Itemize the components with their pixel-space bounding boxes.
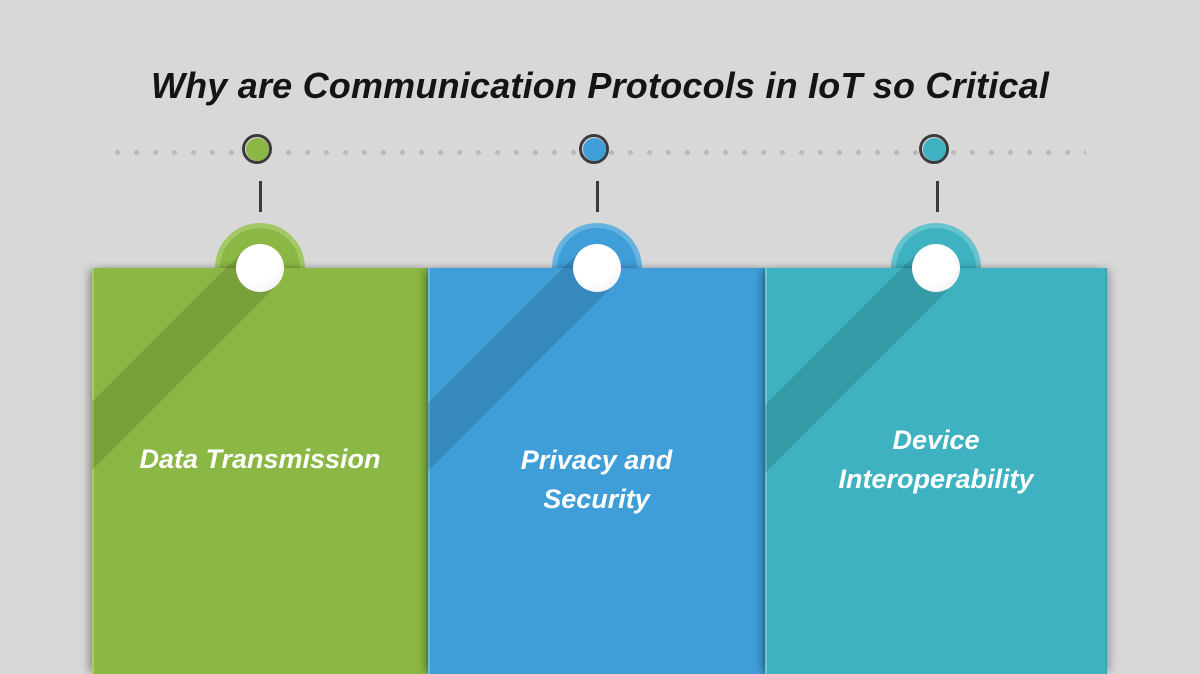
pin-ball-icon — [236, 244, 284, 292]
pin-diagonal-shadow — [428, 268, 614, 590]
connector-line — [596, 181, 599, 212]
timeline-marker-data-transmission — [242, 134, 272, 164]
card-body: Device Interoperability — [765, 268, 1107, 674]
card-data-transmission: Data Transmission — [92, 223, 428, 674]
pin-diagonal-shadow — [92, 268, 277, 590]
card-label: Privacy and Security — [520, 445, 673, 514]
card-privacy-security: Privacy and Security — [428, 223, 765, 674]
timeline-marker-privacy-security — [579, 134, 609, 164]
pin-ball-icon — [912, 244, 960, 292]
card-body: Privacy and Security — [428, 268, 765, 674]
card-label: Data Transmission — [139, 444, 381, 474]
pin-ball-icon — [572, 244, 621, 292]
card-device-interoperability: Device Interoperability — [765, 223, 1107, 674]
marker-dot-icon — [245, 137, 269, 161]
marker-dot-icon — [922, 137, 946, 161]
card-label: Device Interoperability — [838, 425, 1034, 494]
timeline-marker-device-interoperability — [919, 134, 949, 164]
page-title: Why are Communication Protocols in IoT s… — [150, 65, 1050, 106]
marker-dot-icon — [582, 137, 606, 161]
connector-line — [259, 181, 262, 212]
card-body: Data Transmission — [92, 268, 428, 674]
connector-line — [936, 181, 939, 212]
